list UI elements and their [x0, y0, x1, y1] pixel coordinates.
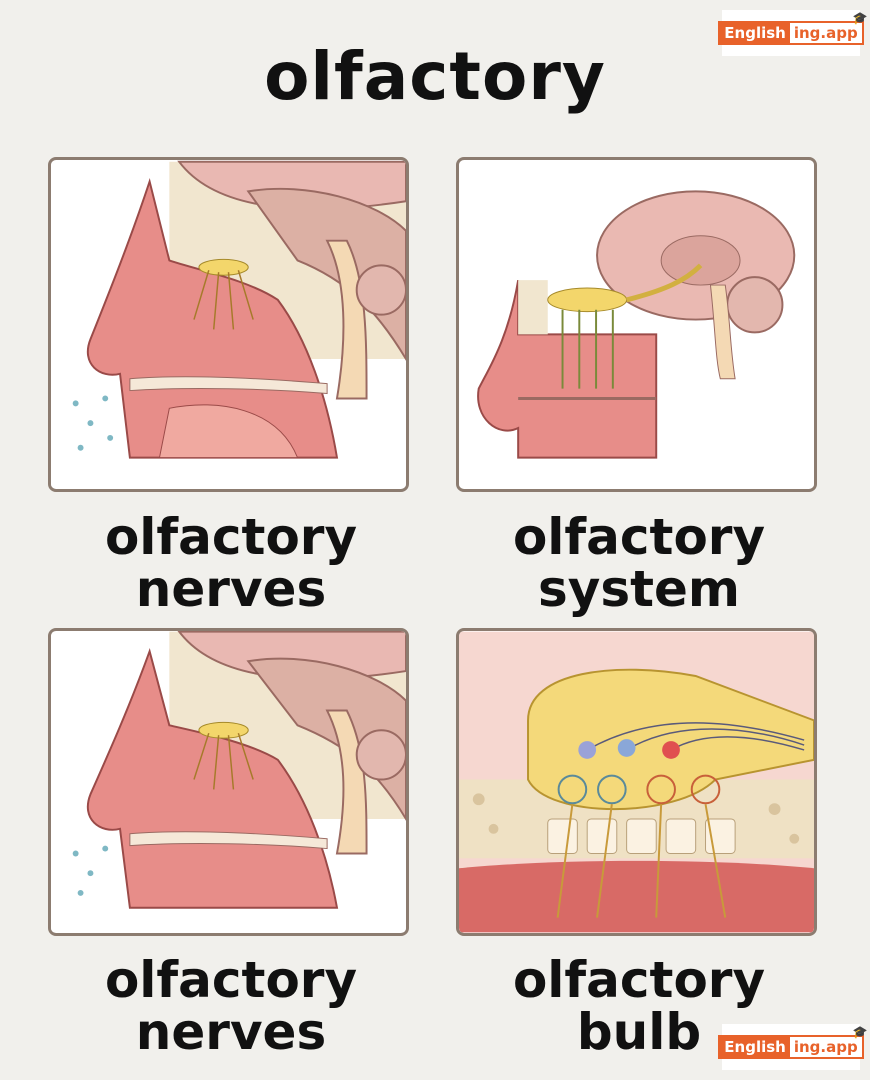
card-image-olfactory-system: [456, 157, 817, 492]
nasal-cavity-illustration: [51, 631, 406, 933]
label-line-1: olfactory: [104, 508, 358, 566]
label-line-1: olfactory: [512, 508, 766, 566]
nasal-cavity-illustration: [51, 160, 406, 488]
label-line-2: system: [537, 560, 741, 618]
card-label-4: olfactory bulb: [439, 954, 839, 1058]
card-label-1: olfactory nerves: [31, 511, 431, 615]
page-title: olfactory: [264, 38, 606, 115]
label-line-2: bulb: [576, 1003, 702, 1061]
card-image-nasal-cavity-2: [48, 628, 409, 936]
logo-text-right: ing.app: [789, 1037, 862, 1057]
logo-text-left: English: [720, 23, 790, 43]
olfactory-bulb-illustration: [459, 631, 814, 933]
graduation-cap-icon: 🎓: [852, 11, 868, 25]
label-line-1: olfactory: [512, 951, 766, 1009]
label-line-2: nerves: [135, 1003, 327, 1061]
card-image-nasal-cavity-1: [48, 157, 409, 492]
card-label-3: olfactory nerves: [31, 954, 431, 1058]
card-image-olfactory-bulb: [456, 628, 817, 936]
logo-text-left: English: [720, 1037, 790, 1057]
label-line-2: nerves: [135, 560, 327, 618]
card-label-2: olfactory system: [439, 511, 839, 615]
graduation-cap-icon: 🎓: [852, 1025, 868, 1039]
logo-text-right: ing.app: [789, 23, 862, 43]
olfactory-system-illustration: [459, 161, 814, 488]
label-line-1: olfactory: [104, 951, 358, 1009]
